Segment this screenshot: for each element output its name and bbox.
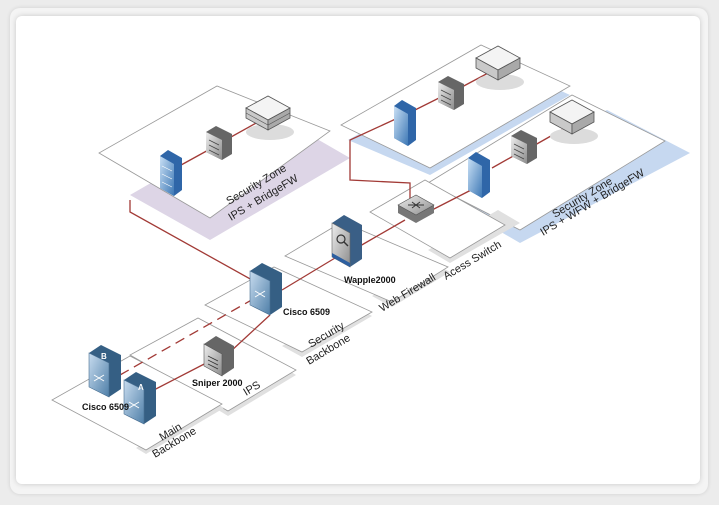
link-upper-server-to-storage xyxy=(459,71,491,89)
core-switch-a-icon[interactable]: A xyxy=(123,372,156,425)
server-icon-right[interactable] xyxy=(511,130,537,164)
firewall-icon-upper[interactable] xyxy=(394,100,416,146)
wapple-label: Wapple2000 xyxy=(344,275,396,285)
core-switch-icon[interactable] xyxy=(249,263,282,316)
right-zone-plane xyxy=(427,94,666,231)
server-icon[interactable] xyxy=(206,126,232,160)
link-right-fw-to-server xyxy=(491,154,516,169)
storage-icon-upper[interactable] xyxy=(475,45,524,90)
link-switch-to-upper-fw xyxy=(349,116,411,205)
access-switch-icon[interactable] xyxy=(397,194,435,223)
link-core-to-wapple xyxy=(281,254,341,291)
web-firewall-plane xyxy=(284,221,449,303)
segment-planes xyxy=(51,179,520,454)
link-left-zone-to-core xyxy=(129,200,271,291)
web-firewall-icon[interactable] xyxy=(331,215,362,268)
firewall-icon[interactable] xyxy=(160,150,182,196)
access-switch-plane xyxy=(369,179,506,259)
switch-a-label: A xyxy=(138,383,144,392)
cisco-security-label: Cisco 6509 xyxy=(283,307,330,317)
link-core-b-to-core xyxy=(119,293,263,376)
server-icon-upper[interactable] xyxy=(438,76,464,110)
link-wapple-to-switch xyxy=(359,219,406,247)
switch-b-label: B xyxy=(101,352,107,361)
storage-icon[interactable] xyxy=(245,95,294,140)
ips-device-icon[interactable] xyxy=(203,336,234,377)
core-switch-b-icon[interactable]: B xyxy=(88,345,121,398)
link-sniper-to-core xyxy=(229,314,271,353)
network-links xyxy=(119,71,566,393)
storage-icon-right[interactable] xyxy=(549,99,598,144)
cisco-main-label: Cisco 6509 xyxy=(82,402,129,412)
firewall-icon-right[interactable] xyxy=(468,152,490,198)
link-switch-to-right-fw xyxy=(431,187,476,211)
sniper-label: Sniper 2000 xyxy=(192,378,243,388)
left-security-zone: Security Zone IPS + BridgeFW xyxy=(98,85,350,240)
link-core-a-to-sniper xyxy=(149,359,213,393)
